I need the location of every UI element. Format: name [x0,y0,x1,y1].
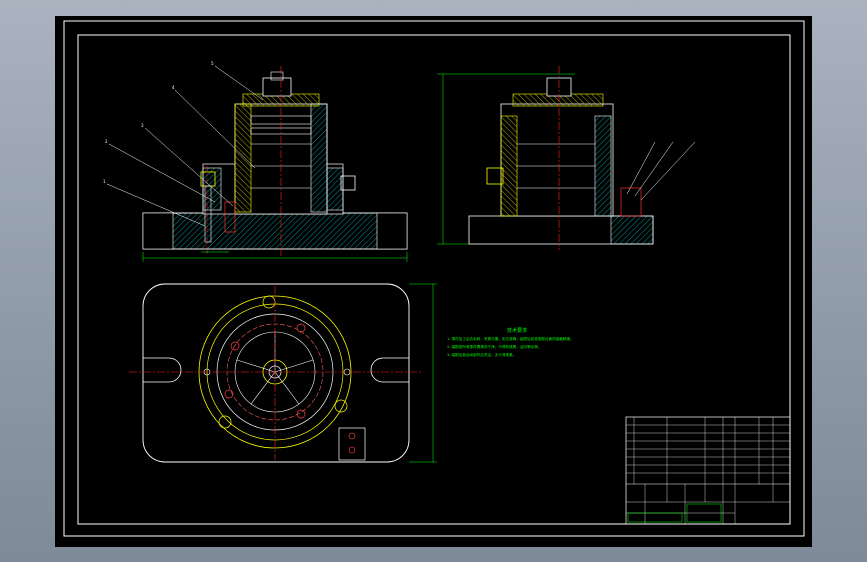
callout-4: 4 [172,85,175,90]
plan-view [129,283,437,463]
callout-5: 5 [211,61,214,66]
callout-1: 1 [103,179,106,184]
drawing-border [63,20,805,537]
callout-2: 2 [105,139,108,144]
side-section-view [437,66,696,250]
note-line-3: 3. 装配后各运动部件应灵活，无卡滞现象。 [447,353,517,357]
callout-3: 3 [141,123,144,128]
notes-title: 技术要求 [507,328,528,334]
drawing-sheet: 1 2 3 4 5 技术要求 1. 零件加工后去毛刺，夹紧可靠，定位准确，装配后… [55,16,812,547]
note-line-1: 1. 零件加工后去毛刺，夹紧可靠，定位准确，装配后检查各配合面的接触精度。 [447,337,574,341]
cad-drawing-canvas [63,20,805,537]
drawing-inner-border [77,34,791,525]
title-block [625,416,791,525]
front-section-view [106,65,408,262]
note-line-2: 2. 装配前所有零件需清洗干净，不得有铁屑、油污等杂物。 [447,345,542,349]
